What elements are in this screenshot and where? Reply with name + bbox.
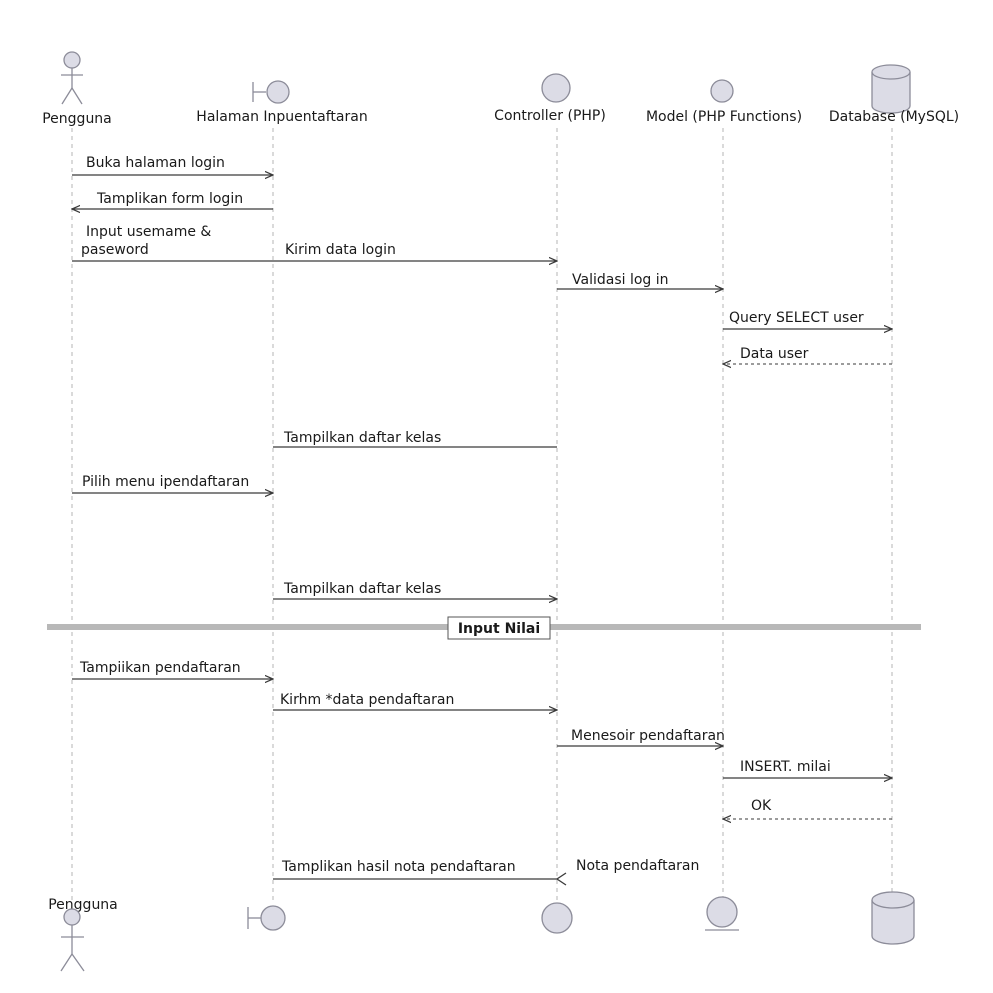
message-label: INSERT. milai: [740, 759, 831, 775]
message-label: Buka halaman login: [86, 155, 225, 171]
message-m2: Tamplikan form login: [72, 191, 273, 209]
database-icon: [871, 64, 911, 114]
message-m5: Query SELECT user: [723, 310, 892, 329]
lifelines: [71, 128, 893, 900]
messages: Buka halaman login Tamplikan form login …: [72, 155, 892, 886]
message-m12: Menesoir pendaftaran: [557, 728, 725, 746]
participant-label-halaman: Halaman Inpuentaftaran: [196, 109, 367, 125]
message-label: Tampiikan pendaftaran: [79, 660, 241, 676]
message-label: Kirhm *data pendaftaran: [280, 692, 454, 708]
message-label: OK: [751, 798, 772, 814]
message-label: Input usemame &: [86, 224, 211, 240]
message-m8: Pilih menu ipendaftaran: [72, 474, 273, 493]
entity-icon: [710, 79, 734, 103]
message-m11: Kirhm *data pendaftaran: [273, 692, 557, 710]
participant-label-controller: Controller (PHP): [494, 108, 606, 124]
divider-title-box: [447, 616, 551, 640]
message-m1: Buka halaman login: [72, 155, 273, 175]
message-m3b: Kirim data login: [273, 242, 557, 261]
message-label: Menesoir pendaftaran: [571, 728, 725, 744]
boundary-icon: [247, 905, 286, 931]
actor-icon: [60, 908, 85, 972]
message-label: Tampilkan daftar kelas: [283, 581, 441, 597]
control-icon: [541, 902, 573, 934]
message-label: Data user: [740, 346, 809, 362]
participant-label-pengguna: Pengguna: [42, 111, 112, 127]
participant-label-model: Model (PHP Functions): [646, 109, 802, 125]
message-m9: Tampilkan daftar kelas: [273, 581, 557, 599]
message-m14: OK: [723, 798, 892, 819]
entity-icon: [705, 896, 739, 931]
message-label: Tamplikan hasil nota pendaftaran: [281, 859, 516, 875]
message-label: Tamplikan form login: [96, 191, 243, 207]
message-label: Tampilkan daftar kelas: [283, 430, 441, 446]
boundary-icon: [252, 80, 290, 104]
control-icon: [541, 73, 571, 103]
participants-top: [61, 51, 911, 114]
actor-icon: [61, 51, 83, 105]
message-label: Nota pendaftaran: [576, 858, 699, 874]
participant-labels-top: Pengguna Halaman Inpuentaftaran Controll…: [42, 108, 959, 127]
message-label: Pilih menu ipendaftaran: [82, 474, 249, 490]
message-m10: Tampiikan pendaftaran: [72, 660, 273, 679]
message-label: Kirim data login: [285, 242, 396, 258]
message-m13: INSERT. milai: [723, 759, 892, 778]
message-m7: Tampilkan daftar kelas: [273, 430, 557, 448]
database-icon: [871, 891, 915, 945]
message-m16: Nota pendaftaran: [555, 858, 699, 886]
message-m4: Validasi log in: [557, 272, 723, 289]
divider-title: Input Nilai: [458, 621, 540, 637]
participant-label-database: Database (MySQL): [829, 109, 959, 125]
message-label: paseword: [81, 242, 149, 258]
message-m6: Data user: [723, 346, 892, 364]
message-m15: Tamplikan hasil nota pendaftaran: [273, 859, 557, 880]
section-divider: Input Nilai: [47, 616, 921, 640]
participant-footer-label-pengguna: Pengguna: [48, 897, 118, 913]
message-label: Validasi log in: [572, 272, 669, 288]
message-label: Query SELECT user: [729, 310, 864, 326]
message-m3a: Input usemame & paseword: [72, 224, 273, 262]
message-arrow-head: [555, 872, 567, 886]
participants-bottom: [60, 891, 915, 972]
